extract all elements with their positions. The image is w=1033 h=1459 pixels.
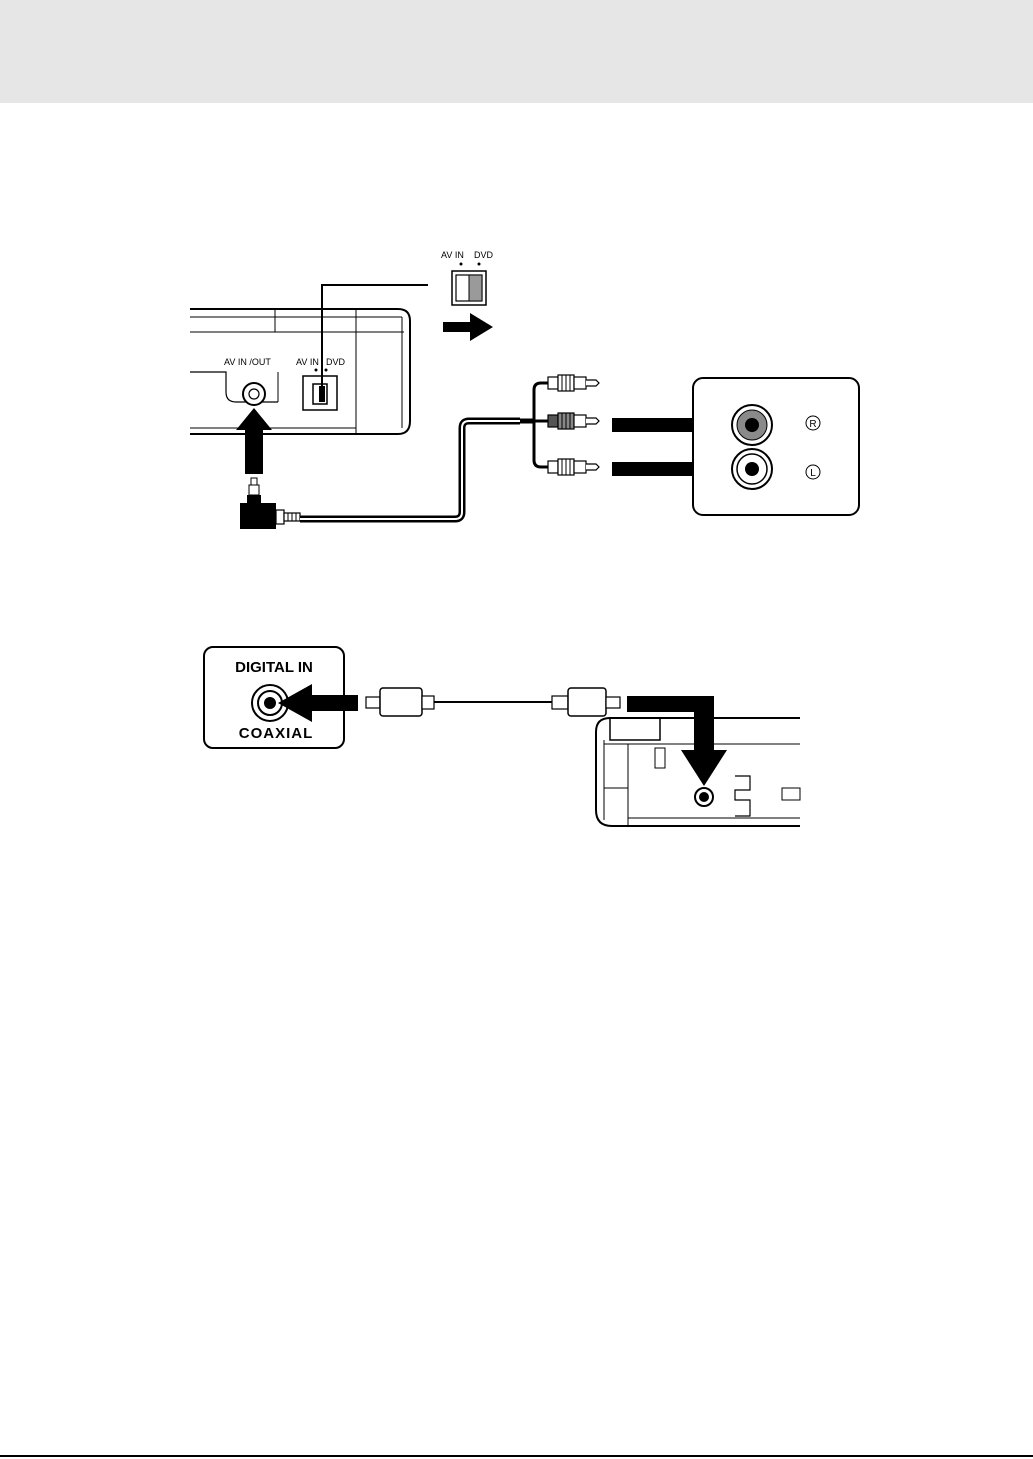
player-switch-right-label: DVD xyxy=(326,357,346,367)
mini-plug xyxy=(240,478,300,529)
digital-in-label: DIGITAL IN xyxy=(235,659,313,676)
switch-callout: AV IN DVD xyxy=(428,250,502,341)
rca-plug-audio-right xyxy=(548,413,599,429)
callout-right-label: DVD xyxy=(474,250,494,260)
left-channel-label: L xyxy=(810,468,816,479)
audio-receiver-panel: R L xyxy=(693,378,859,515)
callout-leader xyxy=(322,285,428,392)
plug-in-arrow-up xyxy=(236,408,272,474)
player-switch-left-label: AV IN xyxy=(296,357,319,367)
coaxial-label: COAXIAL xyxy=(239,725,314,742)
callout-left-label: AV IN xyxy=(441,250,464,260)
rca-plug-video xyxy=(548,375,599,391)
right-channel-label: R xyxy=(809,419,816,430)
slide-right-arrow xyxy=(443,313,493,341)
coaxial-connection-diagram: DIGITAL IN COAXIAL xyxy=(204,647,800,826)
footer-rule xyxy=(0,1455,1033,1457)
av-connection-diagram: AV IN /OUT AV IN DVD AV IN DVD xyxy=(190,250,859,529)
rca-plug-audio-left xyxy=(548,459,599,475)
coaxial-cable xyxy=(366,688,620,716)
dvd-player-side: AV IN /OUT AV IN DVD xyxy=(190,309,410,434)
av-cable xyxy=(300,421,520,519)
jack-label: AV IN /OUT xyxy=(224,357,271,367)
arrow-to-player-coaxial xyxy=(627,696,727,786)
